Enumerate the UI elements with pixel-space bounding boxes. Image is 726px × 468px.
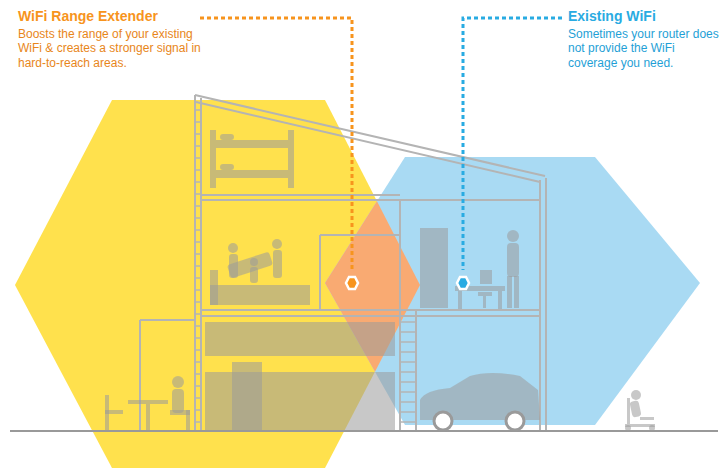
house-outline [10, 95, 718, 431]
furniture [105, 130, 655, 431]
leader-lines [200, 18, 562, 270]
callout-text: Boosts the range of your existing WiFi &… [18, 27, 203, 70]
callout-heading: WiFi Range Extender [18, 8, 158, 25]
coverage-overlap [15, 100, 420, 468]
extender-marker [346, 277, 358, 289]
callout-text: Sometimes your router does not provide t… [568, 27, 720, 70]
router-marker [457, 277, 469, 289]
callout-heading: Existing WiFi [568, 8, 656, 25]
extender-coverage [15, 100, 420, 468]
